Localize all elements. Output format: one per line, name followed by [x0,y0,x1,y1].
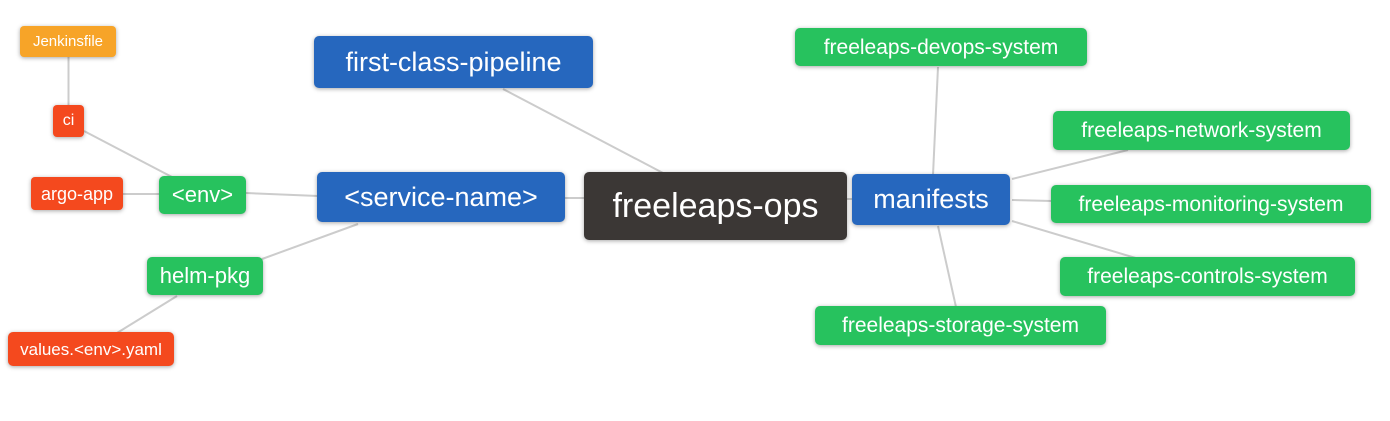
node-label: manifests [873,184,989,214]
node-label: freeleaps-network-system [1081,119,1322,142]
edge-pipeline-freeleaps-ops [502,88,664,174]
edge-ci-env [83,130,173,178]
node-label: freeleaps-monitoring-system [1078,192,1344,216]
node-label: <service-name> [344,181,538,212]
node-freeleaps-network-system[interactable]: freeleaps-network-system [1053,111,1350,150]
node-label: argo-app [40,183,114,204]
edge-manifests-controls [1011,220,1140,260]
node-freeleaps-devops-system[interactable]: freeleaps-devops-system [795,28,1087,66]
node-env[interactable]: <env> [159,176,246,214]
node-values-env-yaml[interactable]: values.<env>.yaml [8,332,174,366]
node-manifests[interactable]: manifests [852,174,1010,225]
edge-manifests-devops [932,66,939,176]
node-label: first-class-pipeline [345,46,562,77]
node-freeleaps-storage-system[interactable]: freeleaps-storage-system [815,306,1106,345]
node-freeleaps-ops-root[interactable]: freeleaps-ops [584,172,847,240]
node-label: ci [62,112,75,129]
node-label: Jenkinsfile [32,33,104,50]
node-ci[interactable]: ci [53,105,84,137]
node-freeleaps-monitoring-system[interactable]: freeleaps-monitoring-system [1051,185,1371,223]
node-label: freeleaps-ops [612,187,819,225]
edge-manifests-storage [937,225,957,308]
node-label: freeleaps-controls-system [1087,265,1328,288]
node-label: <env> [171,182,234,207]
node-argo-app[interactable]: argo-app [31,177,123,210]
node-label: freeleaps-storage-system [842,314,1079,337]
node-jenkinsfile[interactable]: Jenkinsfile [20,26,116,57]
edge-values-helm-pkg [116,295,178,334]
node-label: helm-pkg [159,263,251,288]
edge-manifests-network [1011,149,1129,180]
edge-manifests-monitoring [1011,199,1053,202]
node-freeleaps-controls-system[interactable]: freeleaps-controls-system [1060,257,1355,296]
edge-helm-pkg-service-name [261,223,359,260]
edge-env-service-name [245,192,319,197]
node-first-class-pipeline[interactable]: first-class-pipeline [314,36,593,88]
node-helm-pkg[interactable]: helm-pkg [147,257,263,295]
node-label: values.<env>.yaml [20,339,162,359]
node-service-name[interactable]: <service-name> [317,172,565,222]
node-label: freeleaps-devops-system [823,35,1059,59]
